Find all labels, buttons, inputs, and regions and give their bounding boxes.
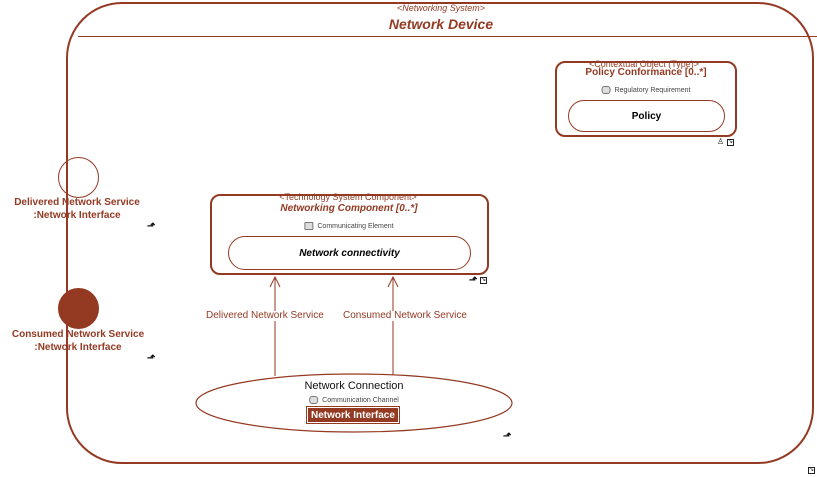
network-connection-ellipse[interactable] [195, 373, 513, 433]
interface-tag[interactable]: Network Interface [306, 406, 400, 424]
delivered-port-name: Delivered Network Service [14, 197, 140, 208]
delivered-flow-label[interactable]: Delivered Network Service [206, 310, 324, 321]
consumed-flow-line[interactable] [387, 275, 399, 376]
header-divider [78, 36, 817, 37]
navigate-arrow-icon[interactable]: ⬏ [147, 353, 156, 364]
diagram-link-icon[interactable]: ↘ [727, 139, 734, 146]
connection-type-label: Communication Channel [322, 396, 399, 404]
consumed-port-type: :Network Interface [34, 342, 122, 353]
delivered-port-type: :Network Interface [33, 210, 121, 221]
component-type: Communicating Element [304, 222, 394, 230]
system-frame[interactable] [66, 2, 814, 464]
policy-type: Regulatory Requirement [601, 86, 691, 94]
connection-type: Communication Channel [309, 396, 399, 404]
component-inner-label: Network connectivity [299, 247, 400, 259]
policy-type-label: Regulatory Requirement [614, 86, 691, 94]
policy-inner-label: Policy [631, 110, 662, 122]
consumed-port-name: Consumed Network Service [11, 329, 145, 340]
system-title[interactable]: Network Device [388, 16, 494, 32]
consumed-flow-label[interactable]: Consumed Network Service [343, 310, 467, 321]
component-stereotype: <Technology System Component> [279, 192, 417, 202]
consumed-port-label[interactable]: Consumed Network Service :Network Interf… [12, 328, 144, 354]
consumed-port[interactable] [58, 288, 99, 329]
cylinder-icon [601, 86, 611, 94]
navigate-arrow-icon[interactable]: ⬏ [503, 431, 512, 442]
delivered-port-label[interactable]: Delivered Network Service :Network Inter… [14, 196, 140, 222]
system-stereotype: <Networking System> [396, 3, 486, 13]
person-icon[interactable]: ♙ [717, 137, 725, 146]
diagram-link-icon[interactable]: ↘ [808, 467, 815, 474]
component-title[interactable]: Networking Component [0..*] [280, 203, 418, 214]
component-type-label: Communicating Element [317, 222, 394, 230]
component-inner-element[interactable]: Network connectivity [228, 236, 471, 270]
cylinder-icon [309, 396, 319, 404]
navigate-arrow-icon[interactable]: ⬏ [469, 275, 478, 286]
interface-tag-label: Network Interface [311, 409, 395, 421]
diagram-link-icon[interactable]: ↘ [480, 277, 487, 284]
delivered-flow-line[interactable] [269, 275, 281, 376]
delivered-port[interactable] [58, 157, 99, 198]
policy-inner-element[interactable]: Policy [568, 100, 725, 132]
policy-title[interactable]: Policy Conformance [0..*] [585, 67, 707, 78]
policy-stereotype: <Contextual Object (Type)> [588, 59, 700, 69]
connection-title[interactable]: Network Connection [304, 380, 404, 392]
element-icon [304, 222, 314, 230]
navigate-arrow-icon[interactable]: ⬏ [147, 221, 156, 232]
